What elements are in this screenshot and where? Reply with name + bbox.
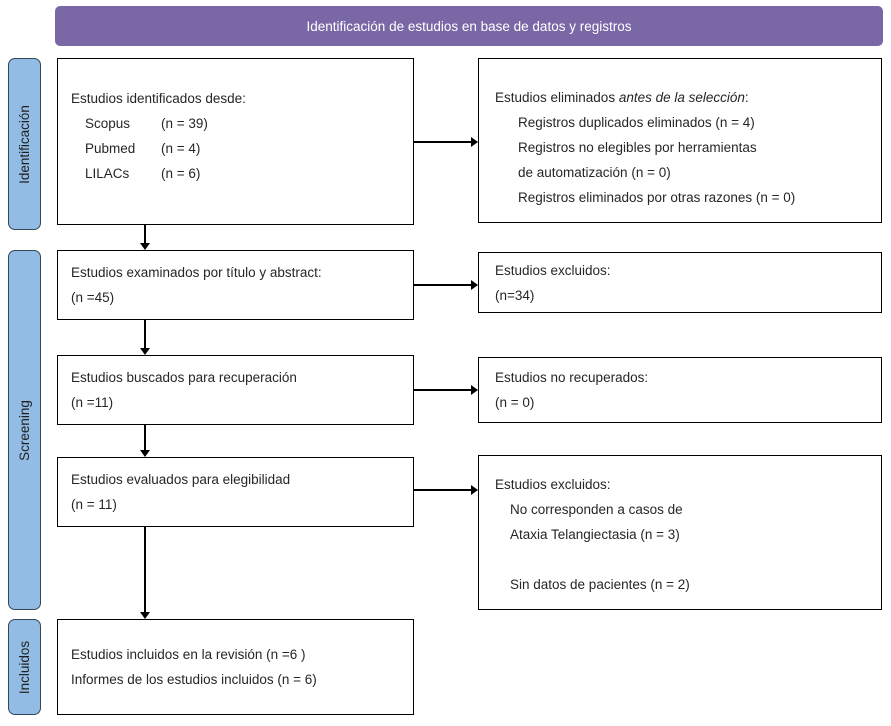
box-included-line1: Estudios incluidos en la revisión (n =6 … [71, 647, 306, 662]
arrow-shaft [144, 425, 146, 451]
eliminated-reason: de automatización (n = 0) [518, 165, 671, 180]
arrow-shaft [144, 527, 146, 613]
stage-label-identificacion: Identificación [8, 58, 41, 230]
box-eligibility-line1: Estudios evaluados para elegibilidad [71, 472, 291, 487]
arrow-down-icon [139, 612, 150, 619]
arrow-shaft [144, 320, 146, 349]
box-not-retrieved-count: (n = 0) [495, 395, 535, 410]
arrow-screened-to-retrieval [139, 320, 150, 355]
exclusion-reason: Sin datos de pacientes (n = 2) [510, 577, 690, 592]
eliminated-title-end: : [744, 90, 749, 105]
source-row-scopus: Scopus (n = 39) [85, 111, 400, 136]
arrow-right-icon [471, 384, 478, 395]
arrow-identified-to-screened [139, 225, 150, 250]
box-eliminated-title: Estudios eliminados antes de la selecció… [495, 85, 871, 110]
box-included-studies: Estudios incluidos en la revisión (n =6 … [57, 619, 414, 715]
arrow-down-icon [139, 243, 150, 250]
arrow-down-icon [139, 450, 150, 457]
arrow-down-icon [139, 348, 150, 355]
stage-label-screening-text: Screening [17, 399, 33, 461]
arrow-retrieval-to-not-retrieved [414, 384, 478, 395]
box-screened-count: (n =45) [71, 290, 115, 305]
box-assessed-eligibility: Estudios evaluados para elegibilidad (n … [57, 457, 414, 527]
arrow-shaft [414, 489, 472, 491]
box-not-retrieved: Estudios no recuperados: (n = 0) [478, 357, 882, 423]
box-screened-line1: Estudios examinados por título y abstrac… [71, 265, 322, 280]
box-eliminated-before-screening: Estudios eliminados antes de la selecció… [478, 58, 882, 223]
arrow-shaft [414, 389, 472, 391]
source-name: Scopus [85, 116, 131, 131]
box-studies-identified: Estudios identificados desde: Scopus (n … [57, 58, 414, 225]
source-count: (n = 39) [161, 116, 208, 131]
arrow-eligibility-to-included [139, 527, 150, 619]
arrow-retrieval-to-eligibility [139, 425, 150, 457]
box-screened-title-abstract: Estudios examinados por título y abstrac… [57, 250, 414, 320]
stage-label-incluidos: Incluidos [8, 619, 41, 715]
box-eligibility-count: (n = 11) [71, 497, 117, 512]
arrow-right-icon [471, 279, 478, 290]
box-not-retrieved-line1: Estudios no recuperados: [495, 370, 649, 385]
eliminated-reason: Registros duplicados eliminados (n = 4) [518, 115, 755, 130]
arrow-right-icon [471, 484, 478, 495]
box-studies-identified-title: Estudios identificados desde: [71, 91, 246, 106]
stage-label-screening: Screening [8, 250, 41, 610]
box-included-line2: Informes de los estudios incluidos (n = … [71, 672, 317, 687]
stage-label-incluidos-text: Incluidos [17, 640, 33, 694]
source-row-lilacs: LILACs (n = 6) [85, 161, 400, 186]
stage-label-identificacion-text: Identificación [17, 104, 32, 184]
eliminated-title-normal: Estudios eliminados [495, 90, 619, 105]
box-retrieval-line1: Estudios buscados para recuperación [71, 370, 297, 385]
arrow-eligibility-to-excluded [414, 484, 478, 495]
exclusion-reason: Ataxia Telangiectasia (n = 3) [510, 527, 680, 542]
arrow-identified-to-eliminated [414, 136, 478, 147]
arrow-shaft [414, 141, 472, 143]
box-excluded-screening-count: (n=34) [495, 287, 535, 303]
eliminated-reason: Registros eliminados por otras razones (… [518, 190, 796, 205]
box-excluded-eligibility-title: Estudios excluidos: [495, 477, 611, 492]
box-retrieval-count: (n =11) [71, 395, 114, 410]
arrow-shaft [144, 225, 146, 244]
eliminated-reason: Registros no elegibles por herramientas [518, 140, 757, 155]
exclusion-reason-spacer [510, 547, 871, 572]
diagram-title: Identificación de estudios en base de da… [306, 18, 632, 34]
arrow-shaft [414, 284, 472, 286]
box-sought-retrieval: Estudios buscados para recuperación (n =… [57, 355, 414, 425]
source-count: (n = 6) [161, 166, 201, 181]
box-excluded-eligibility: Estudios excluidos: No corresponden a ca… [478, 455, 882, 610]
arrow-right-icon [471, 136, 478, 147]
source-row-pubmed: Pubmed (n = 4) [85, 136, 400, 161]
source-name: Pubmed [85, 141, 136, 156]
diagram-title-banner: Identificación de estudios en base de da… [55, 6, 883, 46]
source-count: (n = 4) [161, 141, 201, 156]
arrow-screened-to-excluded [414, 279, 478, 290]
source-name: LILACs [85, 166, 130, 181]
box-excluded-screening-line1: Estudios excluidos: [495, 262, 611, 278]
eliminated-title-italic: antes de la selección [618, 90, 745, 105]
exclusion-reason: No corresponden a casos de [510, 502, 683, 517]
box-excluded-screening: Estudios excluidos: (n=34) [478, 252, 882, 313]
